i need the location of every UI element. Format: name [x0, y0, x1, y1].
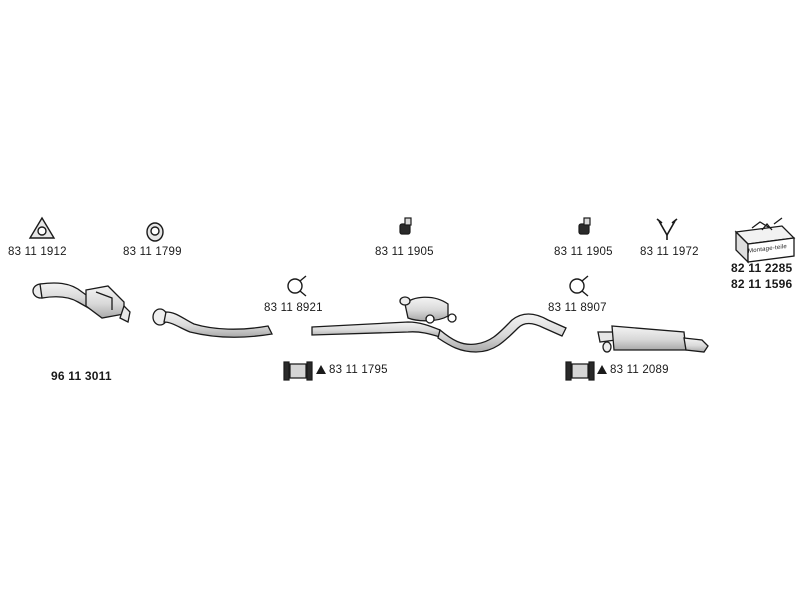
middle-silencer-icon [311, 296, 567, 353]
rubber-mount-1-icon [399, 217, 412, 235]
gasket-2-part-number: 83 11 1799 [123, 246, 182, 258]
clamp-2-part-number: 83 11 8907 [548, 302, 607, 314]
mounting-kit-part-number-2: 82 11 1596 [731, 277, 793, 291]
mounting-kit-box-icon [734, 217, 796, 264]
front-pipe-icon [152, 308, 273, 338]
clamp-1-part-number: 83 11 8921 [264, 302, 323, 314]
gasket-1-part-number: 83 11 1912 [8, 246, 67, 258]
sleeve-clamp-1-icon [283, 361, 313, 381]
mounting-kit-part-number-1: 82 11 2285 [731, 261, 793, 275]
sleeve-clamp-2-icon [565, 361, 595, 381]
rear-silencer-icon [597, 325, 709, 353]
rubber-mount-2-icon [578, 217, 591, 235]
clamp-1-icon [287, 275, 307, 297]
sleeve-clamp-2-part-number: 83 11 2089 [597, 364, 669, 376]
v-hanger-icon [656, 218, 678, 240]
gasket-2-icon [146, 222, 164, 242]
v-hanger-part-number: 83 11 1972 [640, 246, 699, 258]
sleeve-clamp-1-part-number: 83 11 1795 [316, 364, 388, 376]
gasket-1-icon [28, 216, 56, 239]
catalytic-converter-icon [32, 282, 131, 323]
catalytic-converter-part-number: 96 11 3011 [51, 369, 112, 383]
clamp-2-icon [569, 275, 589, 297]
rubber-mount-2-part-number: 83 11 1905 [554, 246, 613, 258]
rubber-mount-1-part-number: 83 11 1905 [375, 246, 434, 258]
